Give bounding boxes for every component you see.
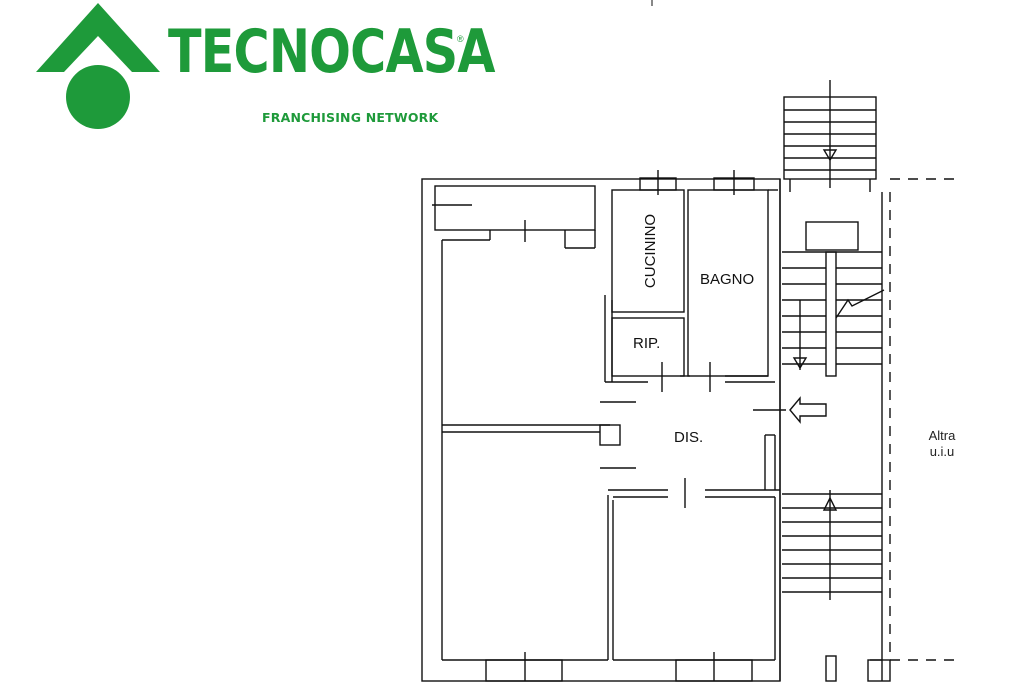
room-label-kitchenette: CUCININO [642,213,659,289]
neighbor-unit-label: Altra u.i.u [918,428,966,460]
tecnocasa-logo: TECNOCASA ® FRANCHISING NETWORK [0,0,495,135]
house-logo-icon [36,3,160,129]
neighbor-label-line1: Altra [928,428,956,443]
neighbor-label-line2: u.i.u [929,444,955,459]
room-label-bathroom: BAGNO [700,271,755,288]
registered-mark: ® [457,34,464,44]
entrance-arrow-icon [789,396,827,424]
room-label-storage: RIP. [633,335,661,352]
room-label-hallway: DIS. [674,429,704,446]
outer-wall [421,178,781,682]
brand-name: TECNOCASA [168,17,495,87]
brand-tagline: FRANCHISING NETWORK [262,110,439,125]
